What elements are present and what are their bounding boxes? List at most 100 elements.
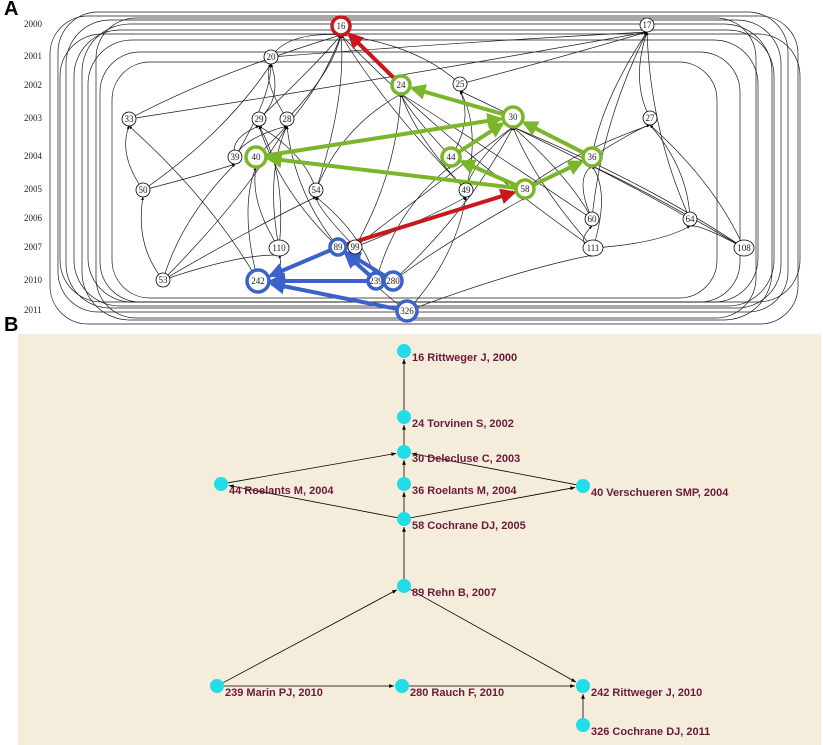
node-label: 110: [272, 243, 286, 253]
node-label: 39: [231, 152, 241, 162]
node-label: 20: [267, 52, 277, 62]
node-label: 54: [312, 185, 322, 195]
node-circle: [584, 211, 600, 227]
node-label: 40 Verschueren SMP, 2004: [591, 487, 729, 499]
edge-path: [400, 93, 593, 220]
edge-path: [81, 23, 773, 321]
edge-path: [162, 196, 317, 281]
node-label: 60: [588, 214, 598, 224]
node-circle: [452, 76, 468, 92]
panel-a-highlight-edges: [265, 32, 585, 311]
node-label: 280: [386, 276, 400, 286]
node-label: 108: [737, 243, 751, 253]
panel-a-label: A: [4, 0, 19, 20]
node-label: 239: [369, 276, 383, 286]
node-label: 280 Rauch F, 2010: [410, 687, 504, 699]
edge-path: [128, 125, 259, 282]
edge-path: [87, 39, 759, 303]
panel-b-label: B: [4, 314, 19, 336]
year-label: 2010: [24, 275, 43, 285]
edge-path: [645, 31, 691, 220]
node-label: 326: [400, 306, 414, 316]
node-label: 44: [447, 152, 457, 162]
edge-path: [128, 31, 648, 120]
node-label: 17: [643, 20, 653, 30]
node-label: 36: [588, 152, 598, 162]
node-label: 326 Cochrane DJ, 2011: [591, 726, 710, 738]
edge-path: [315, 34, 343, 191]
edge-path: [286, 34, 342, 120]
edge-path: [258, 125, 339, 248]
node-circle: [576, 679, 590, 693]
year-label: 2004: [24, 151, 43, 161]
edge-path: [406, 254, 594, 312]
node-circle: [642, 110, 658, 126]
edge-path: [354, 126, 514, 248]
edge-path: [375, 165, 452, 282]
node-label: 89: [334, 242, 344, 252]
highlight-edge: [265, 152, 517, 190]
node-circle: [395, 299, 419, 323]
edge-path: [392, 197, 526, 282]
edge-path: [340, 34, 594, 249]
node-label: 50: [139, 185, 149, 195]
edge-path: [270, 30, 648, 58]
node-circle: [308, 182, 324, 198]
edge-path: [234, 63, 273, 158]
node-label: 242 Rittweger J, 2010: [591, 687, 702, 699]
highlight-edge: [347, 32, 396, 81]
edge-path: [162, 125, 288, 281]
highlight-edge: [268, 278, 398, 311]
highlight-edge: [267, 248, 332, 278]
edge-path: [512, 126, 691, 220]
edge-path: [285, 125, 339, 248]
edge-path: [258, 125, 282, 249]
node-circle: [328, 237, 348, 257]
edge-line: [411, 452, 577, 486]
year-label: 2001: [24, 51, 42, 61]
year-label: 2000: [24, 19, 43, 29]
node-circle: [382, 270, 404, 292]
panel-a-background-edges: [49, 11, 801, 325]
edge-path: [49, 15, 799, 325]
node-label: 242: [251, 276, 265, 286]
highlight-edge: [345, 188, 517, 247]
panel-b-edges: [222, 359, 585, 718]
node-label: 58: [521, 184, 531, 194]
edge-path: [125, 125, 144, 191]
edge-path: [254, 166, 280, 249]
node-circle: [581, 146, 603, 168]
edge-line: [409, 589, 577, 683]
node-circle: [501, 105, 525, 129]
node-label: 33: [125, 114, 135, 124]
node-circle: [390, 74, 412, 96]
node-circle: [576, 718, 590, 732]
node-circle: [582, 239, 604, 257]
node-circle: [397, 477, 411, 491]
edge-path: [142, 63, 272, 191]
node-circle: [227, 149, 243, 165]
edge-path: [128, 34, 342, 120]
edge-path: [459, 90, 473, 191]
node-circle: [639, 17, 655, 33]
node-label: 27: [646, 113, 656, 123]
edge-path: [649, 124, 691, 220]
year-label: 2002: [24, 80, 42, 90]
node-circle: [397, 512, 411, 526]
node-label: 36 Roelants M, 2004: [412, 485, 517, 497]
node-circle: [210, 679, 224, 693]
node-label: 29: [255, 114, 265, 124]
edge-line: [222, 589, 398, 684]
panel-b-background: [18, 334, 821, 745]
highlight-edge: [532, 160, 585, 187]
edge-path: [57, 11, 789, 313]
node-circle: [347, 239, 363, 255]
edge-path: [247, 166, 259, 282]
edge-path: [591, 31, 648, 220]
edge-path: [459, 31, 648, 85]
panel-a-edges: [125, 30, 745, 312]
node-circle: [251, 111, 267, 127]
